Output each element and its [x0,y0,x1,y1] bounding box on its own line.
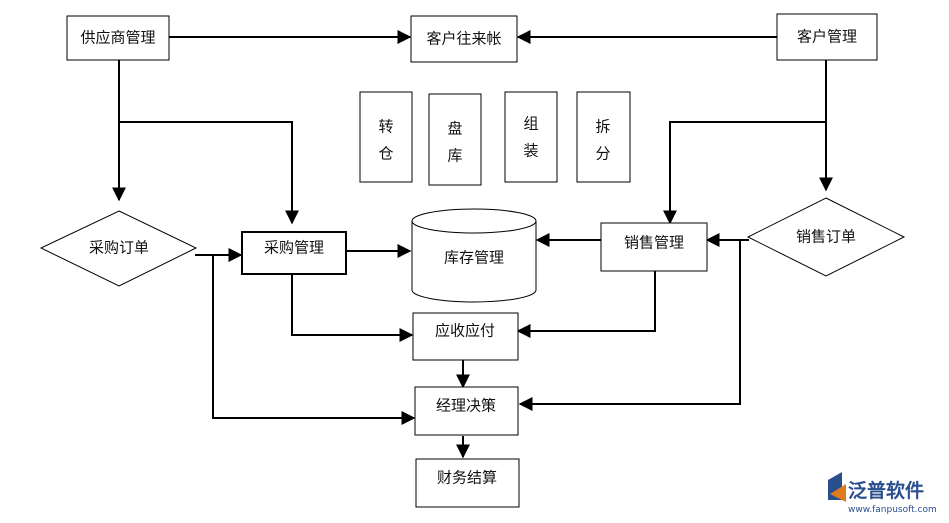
node-purchase-order: 采购订单 [39,210,198,287]
node-label-1: 组 [523,115,538,133]
edge-sales-order-to-decision [518,240,741,411]
node-label: 采购订单 [89,239,149,257]
edge-supplier-to-purchase-mgmt [119,121,299,225]
node-assembly: 组 装 [504,91,558,183]
node-label-2: 装 [523,142,538,160]
node-label: 客户往来帐 [426,30,501,48]
node-label: 采购管理 [264,239,324,257]
node-label: 供应商管理 [80,29,155,47]
node-label: 财务结算 [437,469,497,487]
brand-logo: 泛普软件 www.fanpusoft.com [828,472,937,515]
edge-customer-to-sales-mgmt [663,121,826,225]
node-label-2: 库 [447,147,462,165]
node-inventory-management: 库存管理 [411,208,537,303]
connectors [112,30,833,459]
node-financial-settlement: 财务结算 [415,458,520,508]
node-receivable-payable: 应收应付 [412,312,519,361]
edge-sales-mgmt-to-receivable [516,270,656,338]
node-label: 库存管理 [444,249,504,267]
node-label: 销售管理 [624,234,684,252]
edge-purchase-mgmt-to-receivable [291,274,414,342]
node-label: 销售订单 [796,228,856,246]
node-inventory-check: 盘 库 [428,93,482,186]
logo-name: 泛普软件 [848,479,924,502]
node-sales-management: 销售管理 [600,222,708,272]
node-transfer: 转 仓 [359,91,413,183]
node-label-1: 盘 [447,120,462,138]
node-label-2: 分 [595,145,610,163]
node-label: 应收应付 [435,322,495,340]
node-label-1: 转 [378,118,393,136]
node-manager-decision: 经理决策 [414,386,519,436]
node-customer-management: 客户管理 [776,13,878,61]
edge-purchase-order-to-decision [212,255,416,425]
node-purchase-management: 采购管理 [241,231,347,275]
node-disassembly: 拆 分 [576,91,631,183]
node-label-2: 仓 [378,145,393,163]
node-customer-account: 客户往来帐 [410,15,518,63]
node-label: 经理决策 [436,397,496,415]
logo-url: www.fanpusoft.com [848,505,937,515]
node-sales-order: 销售订单 [746,197,906,277]
node-supplier-management: 供应商管理 [66,15,170,61]
node-label-1: 拆 [595,118,610,136]
node-label: 客户管理 [797,28,857,46]
logo-icon [828,472,846,502]
